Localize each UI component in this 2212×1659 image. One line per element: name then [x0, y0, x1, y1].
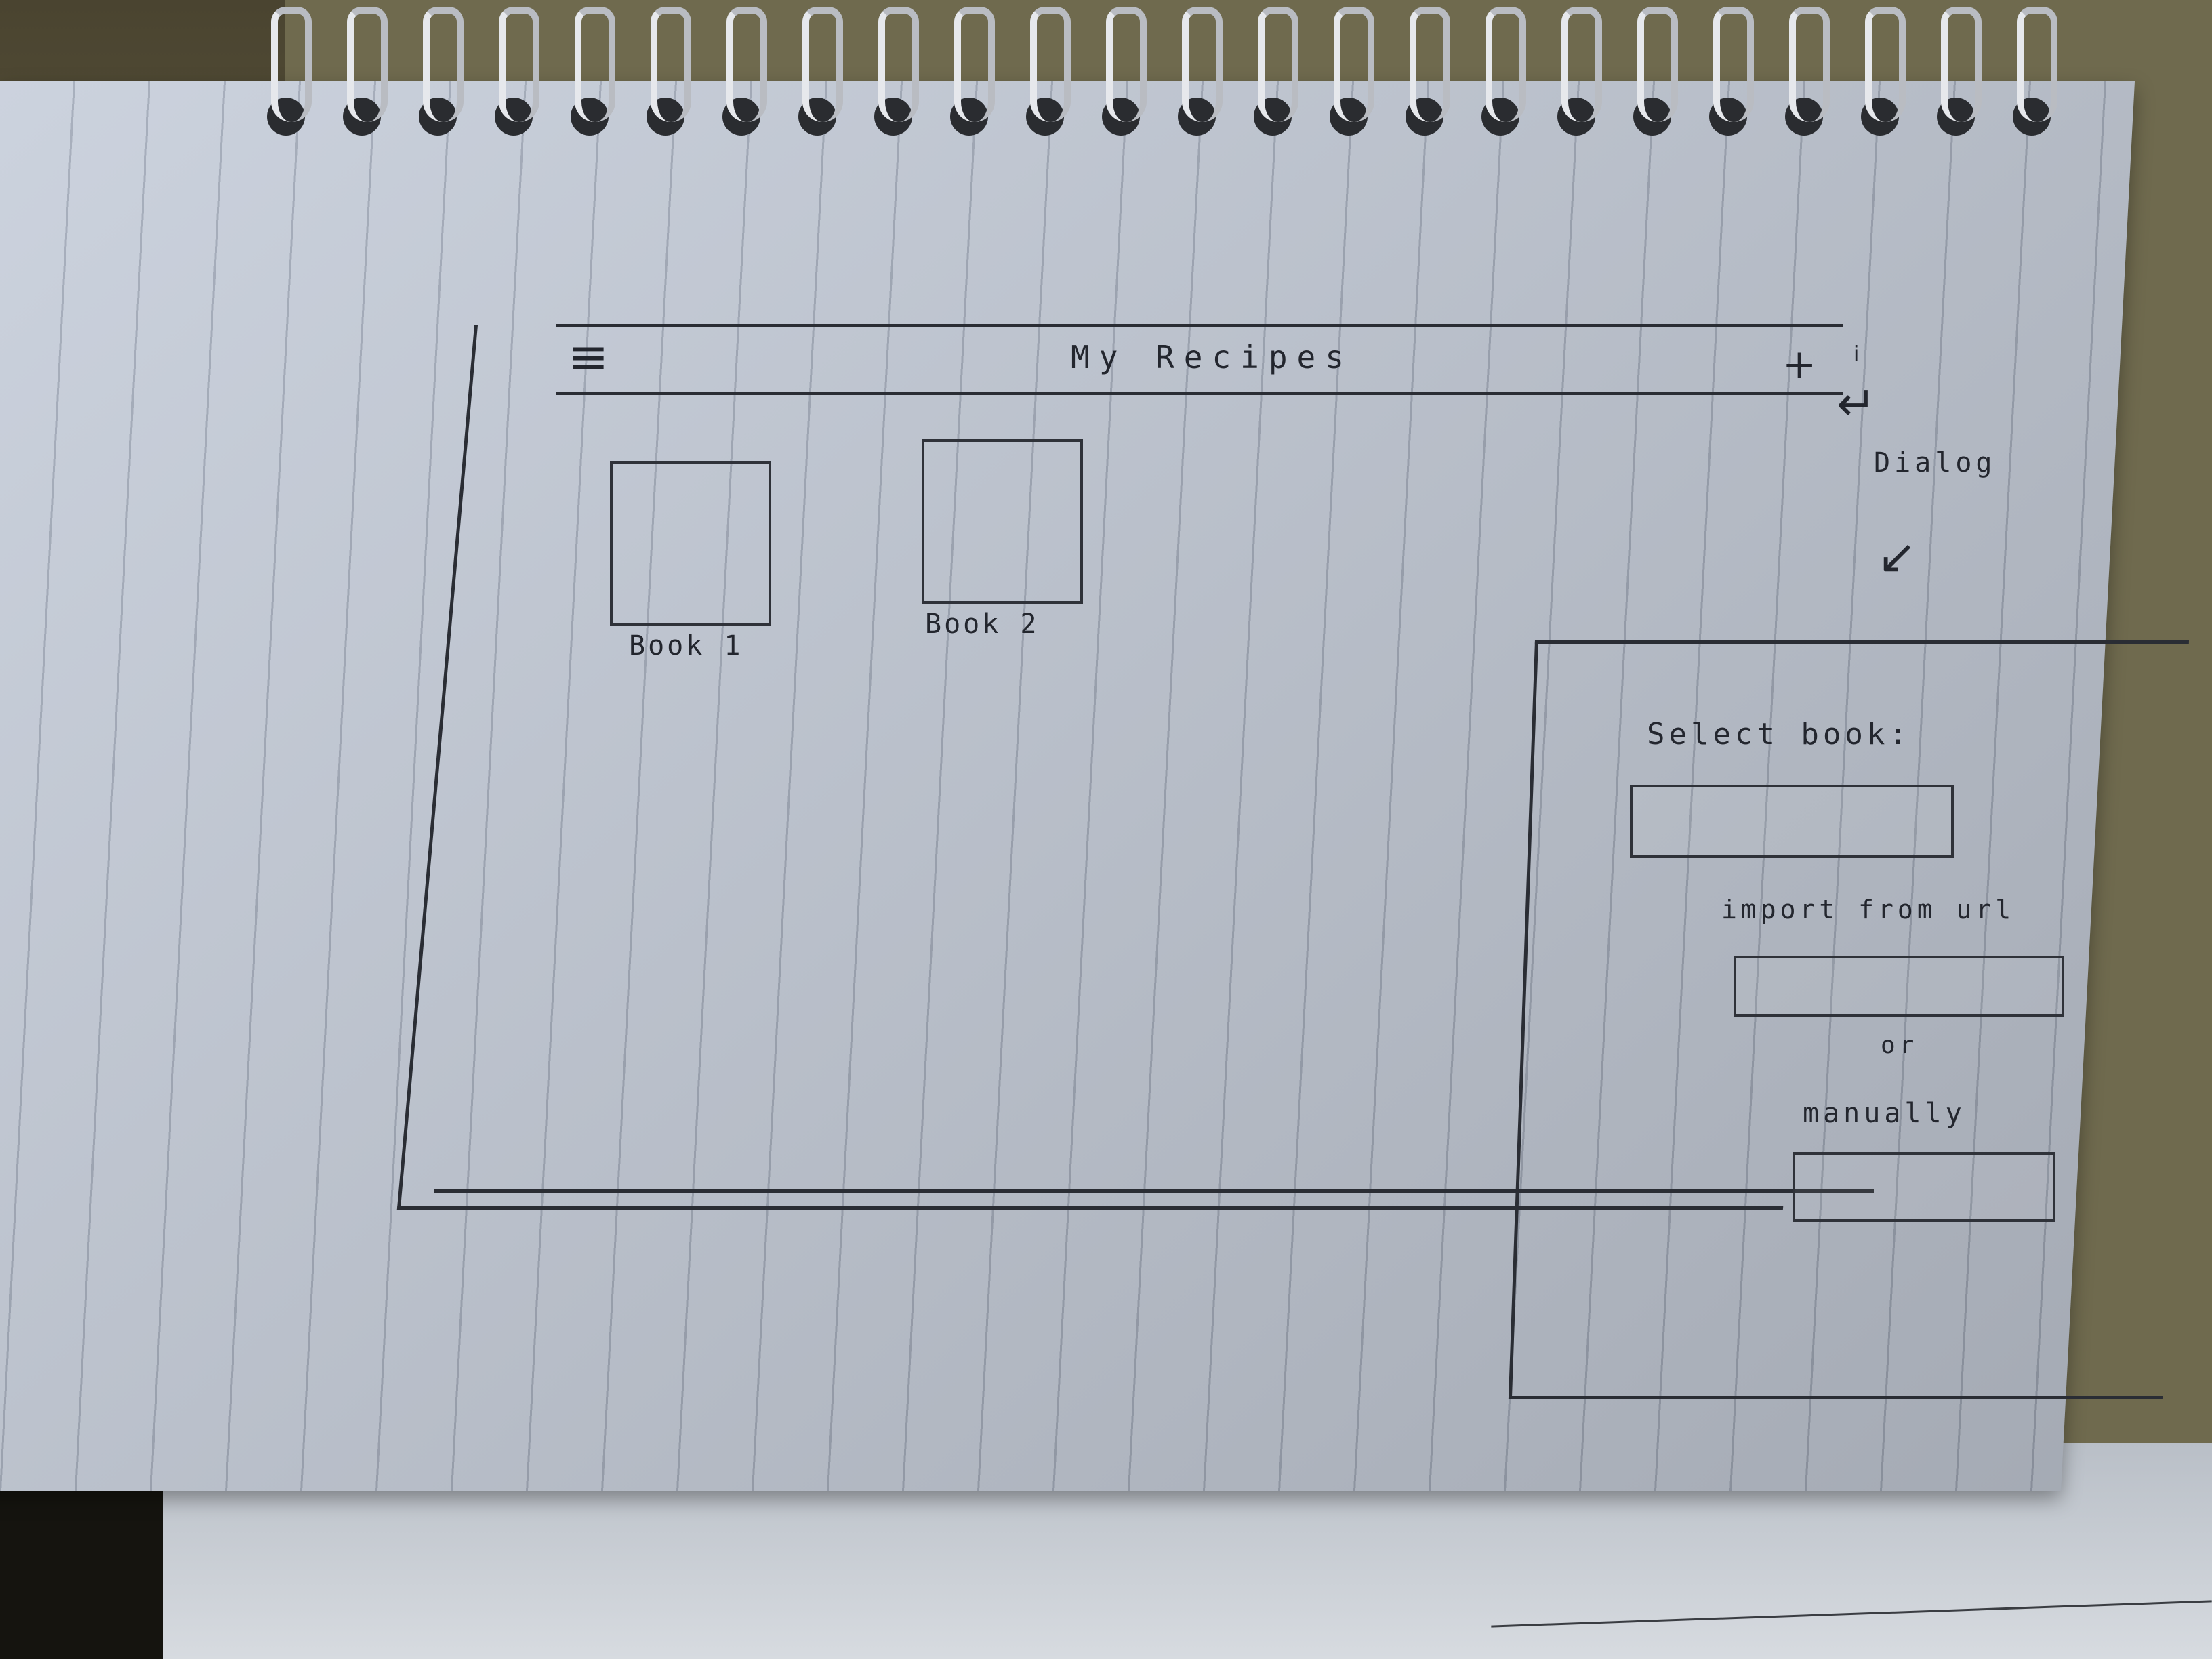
wire-coil — [575, 7, 615, 122]
wire-coil — [1410, 7, 1450, 122]
add-recipe-dialog — [1509, 640, 2189, 1399]
wire-coil — [802, 7, 843, 122]
or-label: or — [1881, 1031, 1918, 1059]
wire-coil — [1713, 7, 1754, 122]
wire-coil — [1106, 7, 1147, 122]
plus-icon: + — [1782, 341, 1816, 388]
wire-coil — [271, 7, 312, 122]
wire-coil — [347, 7, 388, 122]
spiral-ring — [1092, 0, 1151, 136]
wire-coil — [499, 7, 539, 122]
dialog-annotation: Dialog — [1874, 447, 1996, 478]
spiral-ring — [1776, 0, 1834, 136]
spiral-ring — [1700, 0, 1758, 136]
spiral-ring — [865, 0, 923, 136]
spiral-ring — [941, 0, 999, 136]
add-book-button[interactable]: + — [1782, 344, 1816, 385]
wire-coil — [1486, 7, 1526, 122]
spiral-ring — [1548, 0, 1606, 136]
wire-coil — [1637, 7, 1678, 122]
manual-entry-button[interactable] — [1793, 1152, 2055, 1222]
arrow-down-icon: ↙ — [1877, 529, 1917, 584]
spiral-ring — [485, 0, 544, 136]
spiral-ring — [258, 0, 316, 136]
spiral-ring — [1927, 0, 1986, 136]
select-book-dropdown[interactable] — [1630, 785, 1954, 858]
hamburger-menu-icon[interactable]: ≡ — [568, 332, 609, 381]
wire-coil — [726, 7, 767, 122]
wire-coil — [1865, 7, 1906, 122]
spiral-ring — [1320, 0, 1378, 136]
import-url-input[interactable] — [1734, 956, 2064, 1017]
wire-coil — [878, 7, 919, 122]
wire-coil — [1561, 7, 1602, 122]
spiral-ring — [1396, 0, 1454, 136]
spiral-ring — [409, 0, 468, 136]
wire-coil — [954, 7, 995, 122]
spiral-ring — [1624, 0, 1682, 136]
wire-coil — [1334, 7, 1374, 122]
spiral-ring — [637, 0, 695, 136]
import-url-label: import from url — [1721, 895, 2015, 924]
spiral-binding — [258, 0, 2087, 156]
desk-shadow — [0, 1491, 176, 1659]
wire-coil — [1941, 7, 1982, 122]
spiral-ring — [1017, 0, 1075, 136]
book-label-2: Book 2 — [925, 609, 1040, 640]
spiral-ring — [333, 0, 392, 136]
annotation-mark: i — [1853, 342, 1859, 366]
book-card-2[interactable] — [922, 439, 1083, 604]
spiral-ring — [1244, 0, 1303, 136]
annotation-curve: ↵ — [1837, 376, 1877, 432]
manually-label: manually — [1803, 1098, 1966, 1129]
wire-coil — [2017, 7, 2057, 122]
spiral-ring — [1851, 0, 1910, 136]
wire-coil — [651, 7, 691, 122]
book-card-1[interactable] — [610, 461, 771, 626]
spiral-ring — [1472, 0, 1530, 136]
book-label-1: Book 1 — [629, 630, 743, 661]
wire-coil — [423, 7, 464, 122]
spiral-ring — [713, 0, 771, 136]
spiral-ring — [1168, 0, 1227, 136]
wire-coil — [1258, 7, 1298, 122]
spiral-ring — [2003, 0, 2062, 136]
wire-coil — [1030, 7, 1071, 122]
spiral-ring — [561, 0, 619, 136]
spiral-ring — [789, 0, 847, 136]
wire-coil — [1182, 7, 1223, 122]
select-book-label: Select book: — [1647, 717, 1911, 752]
app-title: My Recipes — [1071, 339, 1353, 375]
wire-coil — [1789, 7, 1830, 122]
